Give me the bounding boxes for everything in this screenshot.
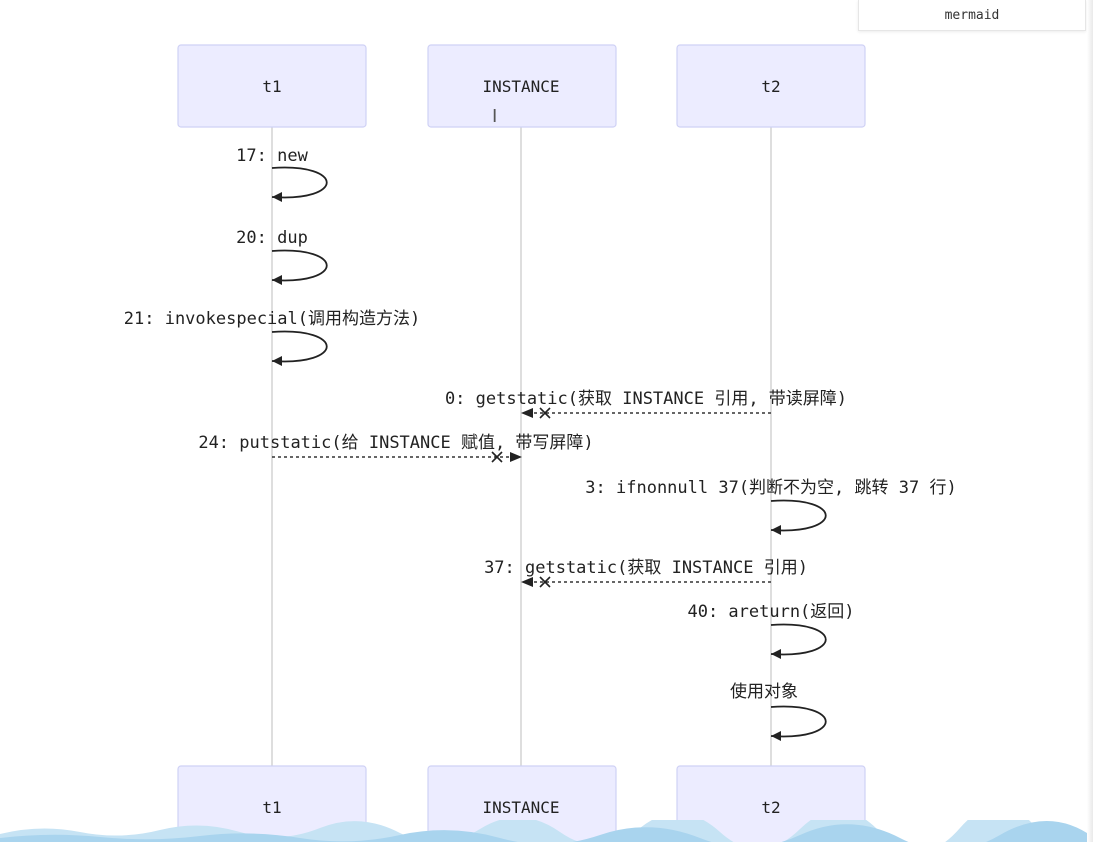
arrowhead xyxy=(521,577,533,587)
actor-top-instance-label: INSTANCE xyxy=(482,77,559,96)
message-label: 24: putstatic(给 INSTANCE 赋值, 带写屏障) xyxy=(198,433,593,453)
self-loop-arrow xyxy=(770,499,827,532)
actor-bottom-t1[interactable]: t1 xyxy=(177,765,367,842)
message-label: 40: areturn(返回) xyxy=(687,602,854,622)
diagram-type-tag[interactable]: mermaid xyxy=(858,0,1086,31)
message-use-object: 使用对象 xyxy=(730,681,827,741)
self-loop-arrow xyxy=(271,330,328,363)
actor-bottom-instance[interactable]: INSTANCE xyxy=(427,765,617,842)
message-37-getstatic: 37: getstatic(获取 INSTANCE 引用) xyxy=(484,558,808,588)
message-label: 37: getstatic(获取 INSTANCE 引用) xyxy=(484,558,808,578)
message-label: 使用对象 xyxy=(730,681,798,702)
arrowhead xyxy=(771,525,781,535)
actor-top-t1[interactable]: t1 xyxy=(177,44,367,128)
message-label: 17: new xyxy=(236,146,308,166)
arrowhead xyxy=(521,408,533,418)
self-loop-arrow xyxy=(271,249,328,282)
diagram-type-label: mermaid xyxy=(944,7,1000,23)
message-label: 20: dup xyxy=(236,228,308,248)
actor-top-t2[interactable]: t2 xyxy=(676,44,866,128)
message-24-putstatic: 24: putstatic(给 INSTANCE 赋值, 带写屏障) xyxy=(198,433,594,463)
bottom-wave-decoration xyxy=(0,820,1093,842)
arrowhead xyxy=(272,356,282,366)
arrowhead xyxy=(272,192,282,202)
actor-bottom-t2-label: t2 xyxy=(761,798,780,817)
arrowhead xyxy=(771,731,781,741)
actor-bottom-t1-label: t1 xyxy=(262,798,281,817)
actor-top-t2-label: t2 xyxy=(761,77,780,96)
arrowhead xyxy=(272,275,282,285)
message-label: 21: invokespecial(调用构造方法) xyxy=(124,309,420,329)
message-label: 0: getstatic(获取 INSTANCE 引用, 带读屏障) xyxy=(445,389,847,409)
actor-bottom-instance-label: INSTANCE xyxy=(482,798,559,817)
cross-mark xyxy=(539,576,551,588)
message-0-getstatic: 0: getstatic(获取 INSTANCE 引用, 带读屏障) xyxy=(445,389,847,419)
text-cursor-icon: I xyxy=(492,106,497,127)
message-17-new: 17: new xyxy=(236,146,328,202)
message-20-dup: 20: dup xyxy=(236,228,328,285)
message-3-ifnonnull: 3: ifnonnull 37(判断不为空, 跳转 37 行) xyxy=(585,478,957,535)
message-21-invokespecial: 21: invokespecial(调用构造方法) xyxy=(124,309,420,366)
self-loop-arrow xyxy=(770,705,827,738)
arrowhead xyxy=(510,452,522,462)
message-label: 3: ifnonnull 37(判断不为空, 跳转 37 行) xyxy=(585,478,956,498)
actor-top-t1-label: t1 xyxy=(262,77,281,96)
arrowhead xyxy=(771,649,781,659)
cross-mark xyxy=(539,407,551,419)
scroll-edge xyxy=(1087,0,1093,842)
cross-mark xyxy=(491,451,503,463)
actor-top-instance[interactable]: INSTANCE xyxy=(427,44,617,128)
self-loop-arrow xyxy=(271,166,328,199)
self-loop-arrow xyxy=(770,623,827,656)
message-40-areturn: 40: areturn(返回) xyxy=(687,602,855,659)
